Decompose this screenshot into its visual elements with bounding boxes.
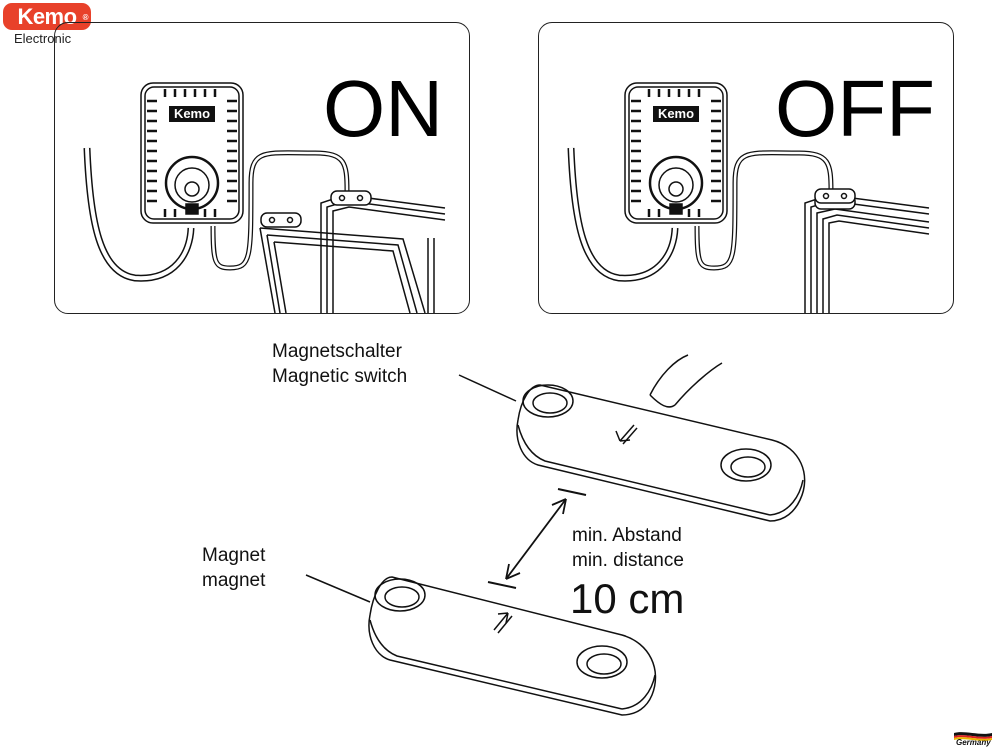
on-label: ON xyxy=(323,64,443,153)
distance-value: 10 cm xyxy=(570,575,685,622)
magnet-label-en: magnet xyxy=(202,570,266,591)
switch-detail-drawing xyxy=(305,354,806,716)
on-illustration xyxy=(83,82,446,313)
germany-flag-icon xyxy=(954,732,992,741)
registered-mark: ® xyxy=(82,13,89,22)
off-label: OFF xyxy=(775,64,935,153)
panel-on: Kemo ON xyxy=(54,22,470,314)
germany-label: Germany xyxy=(956,738,991,747)
off-illustration xyxy=(567,82,930,313)
kemo-logo: Kemo ® Electronic xyxy=(3,3,95,49)
device-brand-label: Kemo xyxy=(169,106,215,122)
device-brand-label: Kemo xyxy=(653,106,699,122)
panel-off: Kemo OFF xyxy=(538,22,954,314)
magnet-label-de: Magnet xyxy=(202,545,266,566)
switch-label-de: Magnetschalter xyxy=(272,341,402,362)
germany-badge: Germany xyxy=(950,730,994,747)
distance-label-de: min. Abstand xyxy=(572,525,682,546)
distance-label-en: min. distance xyxy=(572,550,684,571)
switch-label-en: Magnetic switch xyxy=(272,366,408,387)
logo-badge: Kemo ® xyxy=(3,3,91,30)
